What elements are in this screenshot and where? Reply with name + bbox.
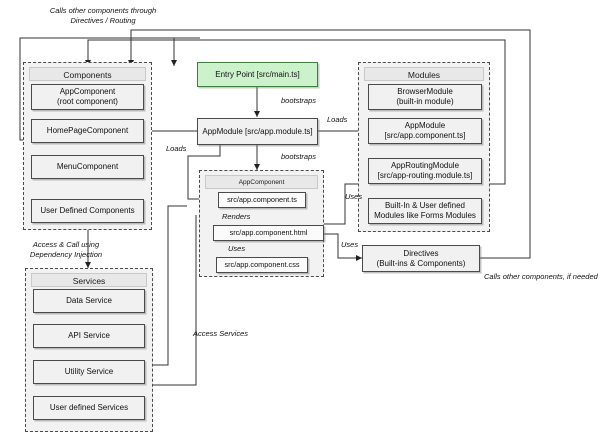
label-renders: Renders	[222, 212, 250, 222]
label-loads-right-text: Loads	[327, 115, 348, 124]
node-directives-line2: (Built-ins & Components)	[376, 258, 466, 268]
node-entry-point[interactable]: Entry Point [src/main.ts]	[197, 62, 318, 87]
label-uses-css-text: Uses	[228, 244, 246, 253]
node-api-service-label: API Service	[68, 331, 110, 340]
label-uses-directives-text: Uses	[341, 240, 359, 249]
label-bootstraps-1: bootstraps	[281, 96, 316, 106]
node-builtin-user-modules-line2: Modules like Forms Modules	[374, 211, 476, 220]
node-appcomponent-root-line1: AppComponent	[59, 87, 116, 96]
edge-appmodule-loads-component-ts	[187, 145, 221, 200]
label-calls-if-needed-text: Calls other components, if needed	[484, 272, 598, 281]
label-access-services: Access Services	[193, 329, 248, 339]
label-bootstraps-2-text: bootstraps	[281, 152, 317, 161]
group-services-title: Services	[31, 273, 147, 287]
node-api-service[interactable]: API Service	[33, 324, 145, 348]
edge-html-to-directives	[324, 233, 362, 261]
node-menucomponent[interactable]: MenuComponent	[31, 155, 144, 179]
node-utility-service[interactable]: Utility Service	[33, 360, 145, 384]
node-app-component-ts-label: src/app.component.ts	[227, 195, 297, 205]
label-uses-directives: Uses	[341, 240, 358, 250]
node-user-defined-services[interactable]: User defined Services	[33, 396, 145, 420]
node-data-service-label: Data Service	[66, 296, 112, 305]
label-uses-routing: Uses	[345, 192, 362, 202]
node-homepagecomponent-label: HomePageComponent	[46, 126, 129, 135]
label-access-services-text: Access Services	[193, 329, 249, 338]
group-components-title: Components	[29, 67, 146, 81]
node-data-service[interactable]: Data Service	[33, 289, 145, 313]
node-appcomponent-root[interactable]: AppComponent (root component)	[31, 84, 144, 110]
node-app-component-css[interactable]: src/app.component.css	[216, 257, 308, 273]
label-loads-left-text: Loads	[166, 144, 187, 153]
node-app-component-html[interactable]: src/app.component.html	[213, 225, 324, 241]
node-approutingmodule-line1: AppRoutingModule	[390, 161, 460, 170]
group-modules-title: Modules	[364, 67, 484, 81]
node-browsermodule-line2: (built-in module)	[396, 97, 454, 106]
node-directives[interactable]: Directives (Built-ins & Components)	[362, 245, 480, 272]
label-loads-right: Loads	[327, 115, 347, 125]
node-appmodule-listed-line2: [src/app.component.ts]	[384, 131, 466, 140]
label-di-line2: Dependency Injection	[29, 250, 103, 260]
label-bootstraps-2: bootstraps	[281, 152, 316, 162]
node-utility-service-label: Utility Service	[64, 367, 114, 376]
node-homepagecomponent[interactable]: HomePageComponent	[31, 119, 144, 143]
group-appcomponent-title: AppComponent [src/app.component.ts]	[205, 175, 318, 200]
label-calls-through-line2: Directives / Routing	[70, 16, 136, 26]
label-dependency-injection: Access & Call using Dependency Injection	[6, 240, 126, 260]
node-browsermodule-line1: BrowserModule	[397, 87, 453, 96]
label-calls-other-components-if-needed: Calls other components, if needed	[484, 272, 598, 282]
node-appmodule-listed[interactable]: AppModule [src/app.component.ts]	[368, 118, 482, 144]
edge-directives-to-components	[128, 29, 531, 259]
node-app-component-html-label: src/app.component.html	[229, 228, 308, 238]
node-entry-point-label: Entry Point [src/main.ts]	[215, 69, 300, 79]
label-bootstraps-1-text: bootstraps	[281, 96, 317, 105]
node-user-defined-services-label: User defined Services	[49, 403, 129, 412]
node-app-component-ts[interactable]: src/app.component.ts	[218, 192, 306, 208]
node-user-defined-components[interactable]: User Defined Components	[31, 199, 144, 223]
edge-left-wrap-to-components	[19, 37, 177, 140]
node-approutingmodule[interactable]: AppRoutingModule [src/app-routing.module…	[368, 158, 482, 184]
node-menucomponent-label: MenuComponent	[56, 162, 119, 171]
node-browsermodule[interactable]: BrowserModule (built-in module)	[368, 84, 482, 110]
node-builtin-user-modules[interactable]: Built-In & User defined Modules like For…	[368, 198, 482, 224]
edge-approutingmodule-to-components	[85, 39, 506, 185]
label-loads-left: Loads	[166, 144, 186, 154]
label-renders-text: Renders	[222, 212, 251, 221]
node-appmodule-listed-line1: AppModule	[404, 121, 446, 130]
node-appmodule-root[interactable]: AppModule [src/app.module.ts]	[197, 118, 318, 145]
node-builtin-user-modules-line1: Built-In & User defined	[384, 201, 466, 210]
node-appmodule-root-label: AppModule [src/app.module.ts]	[202, 126, 313, 136]
node-user-defined-components-label: User Defined Components	[40, 206, 135, 215]
node-app-component-css-label: src/app.component.css	[224, 260, 300, 270]
node-approutingmodule-line2: [src/app-routing.module.ts]	[377, 171, 473, 180]
label-calls-other-components-through: Calls other components through Directive…	[18, 6, 188, 26]
label-di-line1: Access & Call using	[32, 240, 100, 249]
label-uses-css: Uses	[228, 244, 245, 254]
node-directives-line1: Directives	[403, 248, 439, 258]
node-appcomponent-root-line2: (root component)	[57, 97, 118, 106]
label-uses-routing-text: Uses	[345, 192, 363, 201]
label-calls-through-line1: Calls other components through	[49, 6, 157, 15]
